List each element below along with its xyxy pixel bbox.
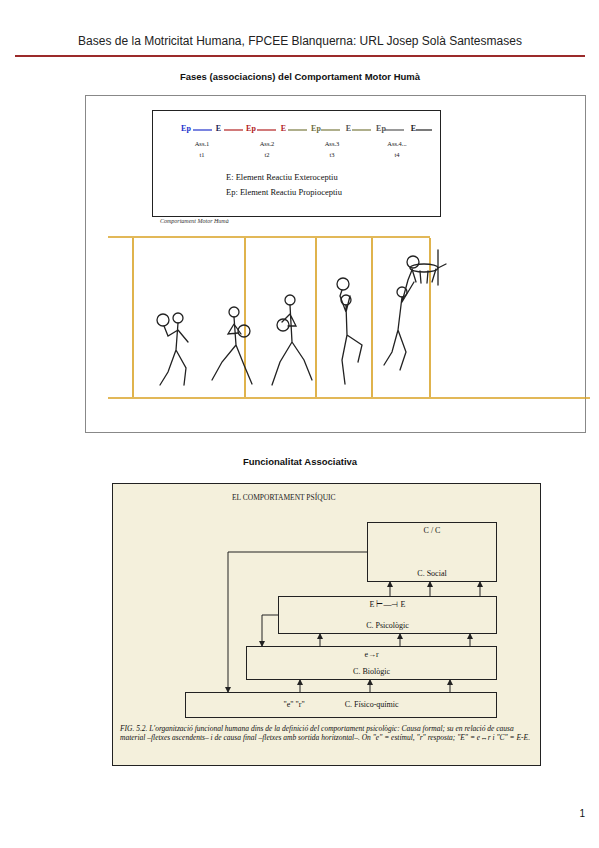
figure-frame [86, 96, 586, 433]
causal-arrow [390, 582, 391, 596]
association-label: Ass.2 [260, 140, 275, 147]
figure-title: Fases (associacions) del Comportament Mo… [180, 72, 420, 83]
association-label: Ass.1 [195, 140, 210, 147]
association-label: Ass.4... [387, 140, 407, 147]
figure-caption: Comportament Motor Humà [160, 218, 229, 225]
chain-element: E [281, 124, 286, 133]
chain-element: E [216, 124, 221, 133]
chain-element: E [411, 124, 416, 133]
page-header: Bases de la Motricitat Humana, FPCEE Bla… [78, 35, 522, 49]
phase-lines [108, 237, 590, 398]
causal-arrow [370, 680, 371, 692]
legend-line: Ep: Element Reactiu Propioceptiu [226, 188, 342, 198]
time-label: t4 [394, 151, 399, 158]
time-label: t2 [264, 151, 269, 158]
chain-element: Ep [246, 124, 256, 133]
causal-arrow [480, 582, 481, 596]
page-number: 1 [579, 808, 585, 820]
time-label: t1 [199, 151, 204, 158]
level-box: e→r C. Biològic [246, 646, 497, 680]
symbol-text: E ⊢—⊣ E [370, 600, 406, 609]
figure-caption: FIG. 5.2. L'organització funcional human… [120, 724, 534, 743]
level-box: E ⊢—⊣ E C. Psicològic [278, 596, 497, 634]
symbol-text: e→r [364, 650, 378, 659]
figure-frame [113, 484, 541, 766]
level-name: C. Biològic [353, 667, 390, 676]
causal-arrow [300, 680, 301, 692]
time-label: t3 [329, 151, 334, 158]
causal-arrow [470, 634, 471, 646]
legend-line: E: Element Reactiu Exteroceptiu [226, 173, 338, 183]
chain-element: Ep [376, 124, 386, 133]
level-box: "e" "r" C. Físico-químic [185, 692, 497, 718]
level-box: C / C C. Social [367, 522, 497, 582]
symbol-text: C / C [424, 526, 441, 535]
chain-box [153, 111, 441, 217]
causal-arrow [430, 582, 431, 596]
level-name: C. Psicològic [366, 621, 409, 630]
association-label: Ass.3 [325, 140, 340, 147]
figure-title: Funcionalitat Associativa [243, 457, 357, 468]
chain-element: Ep [311, 124, 321, 133]
symbol-text: "e" "r" [283, 700, 304, 709]
basketball-players [157, 250, 446, 385]
causal-arrow [262, 615, 278, 646]
causal-arrow [450, 680, 451, 692]
level-name: C. Físico-químic [345, 700, 399, 709]
causal-arrow [320, 634, 321, 646]
causal-arrow [400, 634, 401, 646]
chain-element: Ep [181, 124, 191, 133]
chain-element: E [346, 124, 351, 133]
figure-title: EL COMPORTAMENT PSÍQUIC [232, 494, 336, 503]
level-name: C. Social [417, 569, 446, 578]
header-rule [15, 55, 585, 57]
